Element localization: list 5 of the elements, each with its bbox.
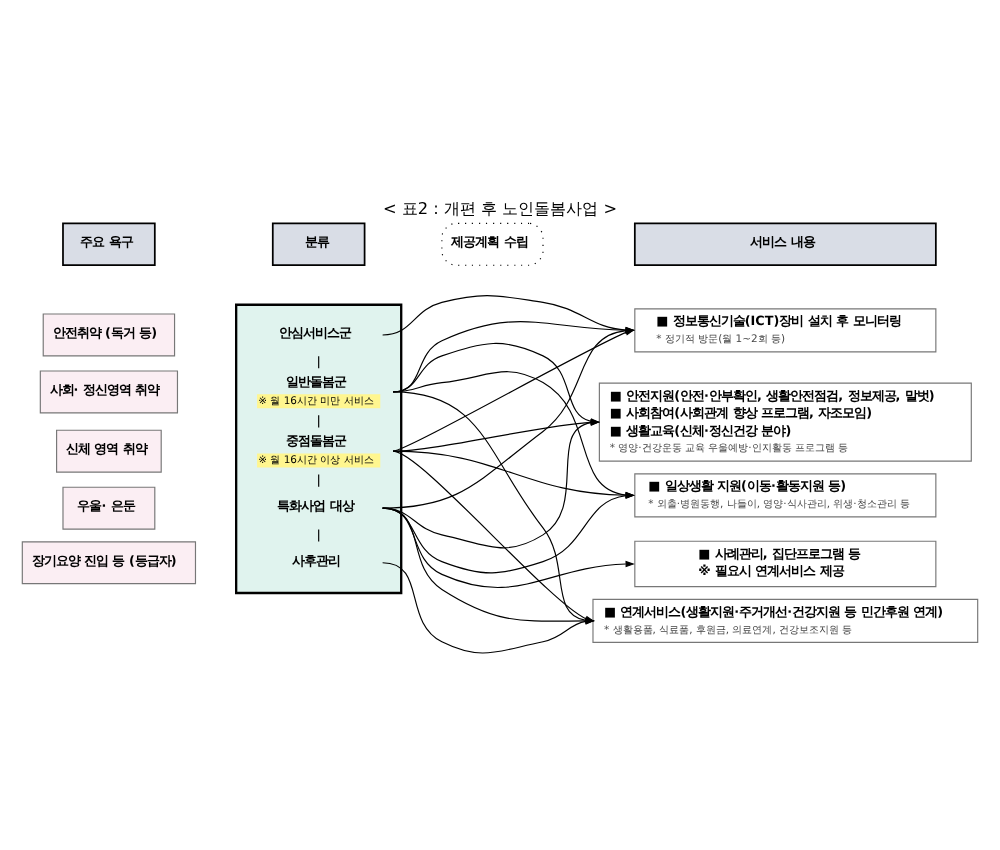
cluster bbox=[235, 303, 403, 595]
connector bbox=[318, 414, 320, 429]
arrow bbox=[392, 450, 635, 499]
arrow bbox=[392, 371, 635, 499]
diagram-title: < 표2 : 개편 후 노인돌봄사업 > bbox=[382, 198, 618, 219]
